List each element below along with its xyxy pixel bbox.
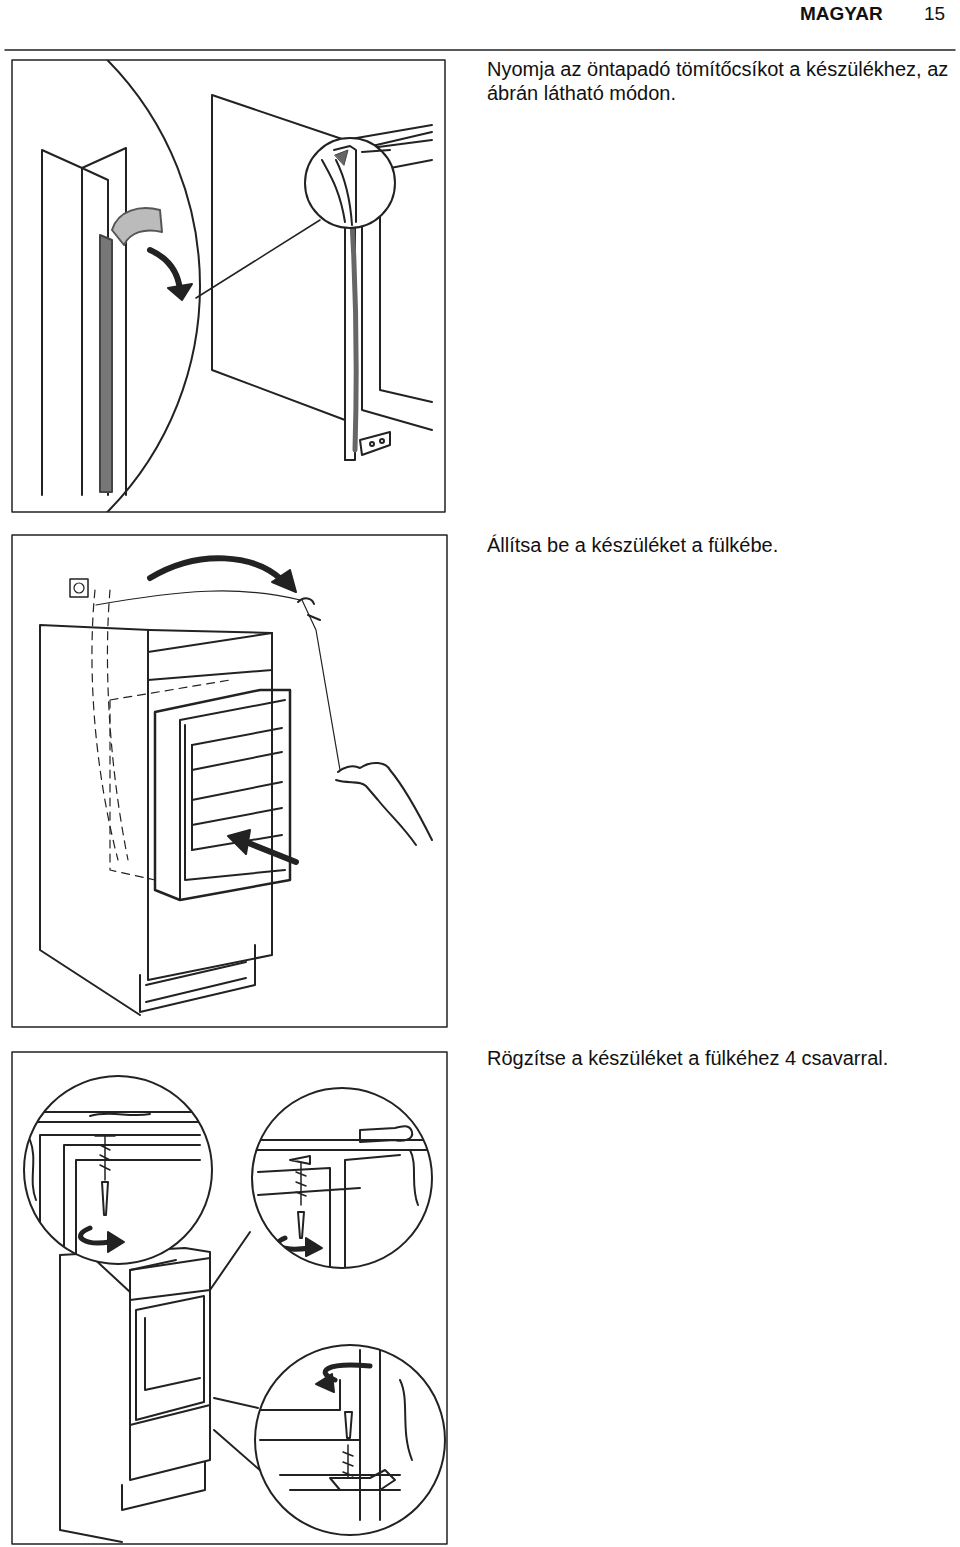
page-number: 15 [924, 2, 954, 25]
fixing-figure [12, 1052, 447, 1544]
seal-strip-figure [0, 0, 445, 608]
instruction-text: Rögzítse a készüléket a fülkéhez 4 csava… [487, 1046, 955, 1070]
running-header: MAGYAR [800, 2, 900, 25]
header-rule [5, 49, 955, 51]
instruction-text: Állítsa be a készüléket a fülkébe. [487, 533, 955, 557]
instruction-text: Nyomja az öntapadó tömítőcsíkot a készül… [487, 57, 955, 106]
insert-figure [12, 535, 447, 1027]
